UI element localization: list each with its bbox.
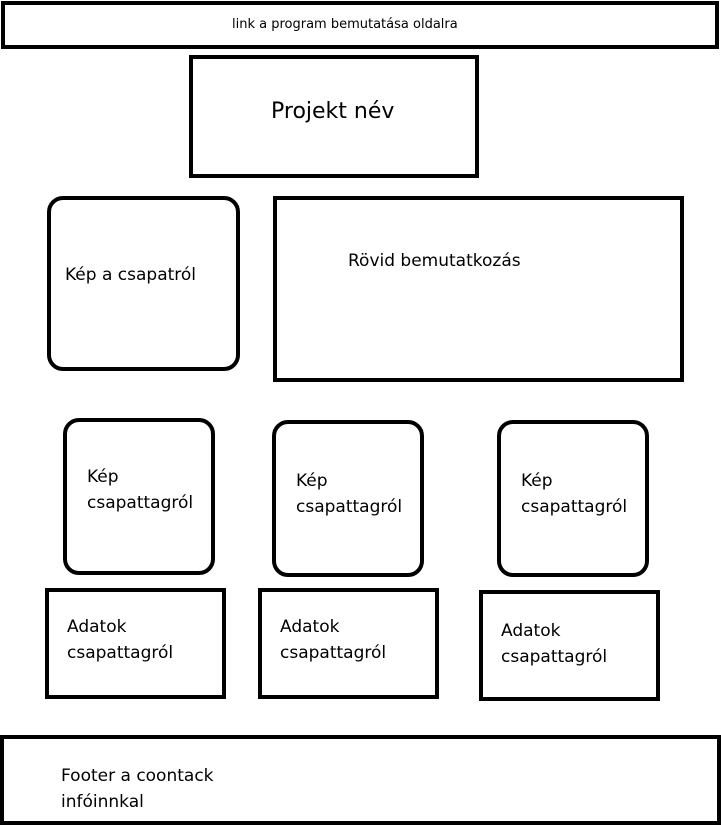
member-data-label-1: Adatok csapattagról <box>67 617 174 663</box>
member-data-box-1: Adatok csapattagról <box>45 588 226 699</box>
team-photo-placeholder: Kép a csapatról <box>47 196 240 371</box>
footer-text: Footer a coontack infóinnkal <box>61 766 214 812</box>
member-photo-placeholder-1: Kép csapattagról <box>63 418 215 575</box>
program-link-text[interactable]: link a program bemutatása oldalra <box>232 17 458 32</box>
program-link-bar[interactable]: link a program bemutatása oldalra <box>1 1 719 49</box>
short-intro-label: Rövid bemutatkozás <box>348 251 521 271</box>
member-photo-label-1: Kép csapattagról <box>87 467 194 513</box>
short-intro-box: Rövid bemutatkozás <box>273 196 684 382</box>
footer-box: Footer a coontack infóinnkal <box>0 735 721 825</box>
member-photo-placeholder-3: Kép csapattagról <box>497 420 649 577</box>
member-photo-placeholder-2: Kép csapattagról <box>272 420 424 577</box>
member-photo-label-2: Kép csapattagról <box>296 471 403 517</box>
member-photo-label-3: Kép csapattagról <box>521 471 628 517</box>
member-data-label-3: Adatok csapattagról <box>501 621 608 667</box>
member-data-box-3: Adatok csapattagról <box>479 590 660 701</box>
team-photo-label: Kép a csapatról <box>65 265 197 285</box>
project-name-title: Projekt név <box>271 99 395 124</box>
member-data-label-2: Adatok csapattagról <box>280 617 387 663</box>
member-data-box-2: Adatok csapattagról <box>258 588 439 699</box>
project-name-box: Projekt név <box>189 55 479 178</box>
